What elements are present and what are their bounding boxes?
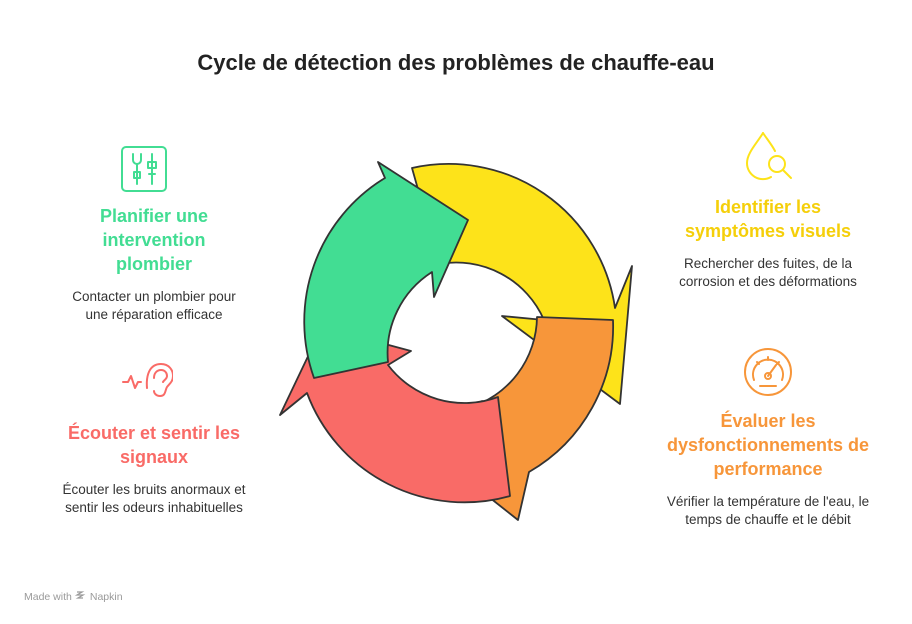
step-ecouter-heading: Écouter et sentir les signaux: [67, 423, 241, 467]
step-ecouter-description: Écouter les bruits anormaux et sentir le…: [62, 482, 246, 515]
napkin-logo-icon: [74, 589, 87, 604]
gauge-icon: [742, 346, 794, 403]
step-identifier: Identifier les symptômes visuels Recherc…: [654, 195, 882, 291]
made-with-label: Made with: [24, 590, 72, 603]
footer: Made with Napkin: [24, 589, 123, 604]
drop-magnifier-icon: [741, 130, 795, 189]
step-planifier: Planifier une intervention plombier Cont…: [40, 204, 268, 324]
brand-label: Napkin: [89, 590, 123, 603]
step-identifier-description: Rechercher des fuites, de la corrosion e…: [679, 256, 857, 289]
cycle-diagram: [279, 161, 633, 521]
step-planifier-description: Contacter un plombier pour une réparatio…: [72, 289, 236, 322]
step-identifier-heading: Identifier les symptômes visuels: [684, 197, 852, 241]
step-ecouter: Écouter et sentir les signaux Écouter le…: [40, 421, 268, 517]
plumbing-tools-icon: [119, 144, 169, 199]
arrow-planifier: [303, 161, 469, 379]
step-planifier-heading: Planifier une intervention plombier: [99, 206, 209, 274]
step-evaluer-description: Vérifier la température de l'eau, le tem…: [666, 494, 870, 527]
step-evaluer-heading: Évaluer les dysfonctionnements de perfor…: [666, 411, 870, 479]
page-title: Cycle de détection des problèmes de chau…: [197, 50, 715, 75]
step-evaluer: Évaluer les dysfonctionnements de perfor…: [654, 409, 882, 529]
ear-icon: [121, 358, 174, 407]
